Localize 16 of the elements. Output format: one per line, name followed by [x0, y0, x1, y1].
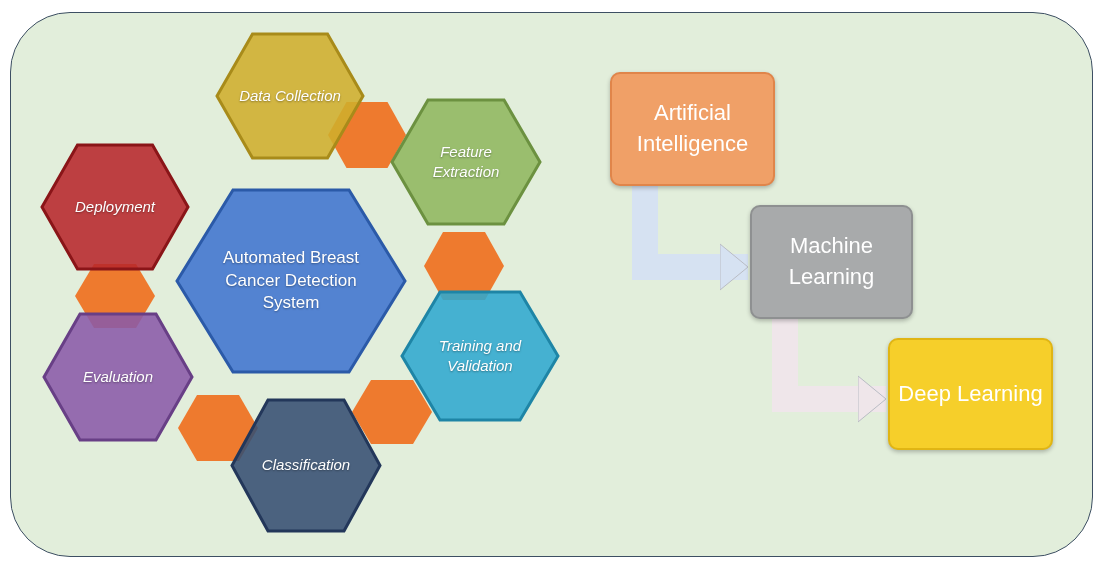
link-hexagon [352, 380, 432, 444]
rounded-box [888, 338, 1053, 450]
hexagon-label: Automated Breast Cancer Detection System [221, 246, 361, 315]
bent-arrow [772, 319, 887, 423]
hexagon-label: Data Collection [239, 85, 341, 106]
hexagon-label: Classification [261, 455, 351, 476]
hexagon-label: Evaluation [82, 366, 154, 387]
hexagon-label: Training and Validation [437, 335, 523, 376]
box-label: Deep Learning [897, 379, 1044, 408]
rounded-box [610, 72, 775, 186]
hexagon-label: Deployment [74, 196, 155, 217]
bent-arrow [632, 186, 749, 291]
box-label: Artificial Intelligence [635, 99, 750, 158]
hexagon-label: Feature Extraction [431, 141, 501, 182]
rounded-box [750, 205, 913, 319]
box-label: Machine Learning [787, 232, 876, 291]
